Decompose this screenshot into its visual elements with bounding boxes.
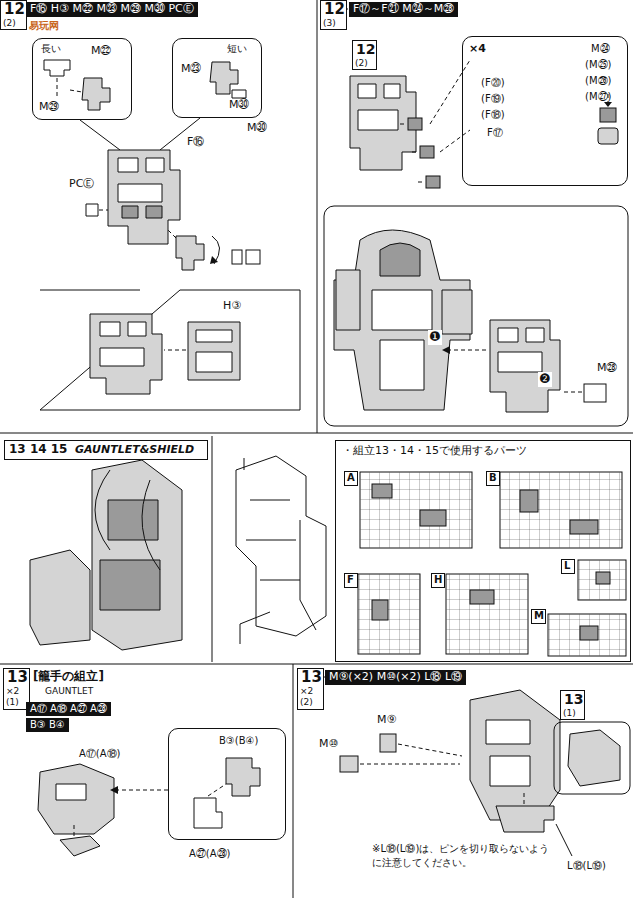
part-label: F⑯ <box>186 136 205 149</box>
node-text: (F⑳) <box>481 77 505 89</box>
node-text: 12 <box>356 41 375 57</box>
node-text: (2) <box>3 18 16 28</box>
parts-list-bar: B③ B④ <box>26 718 69 732</box>
node-text: 13 <box>301 669 322 686</box>
node-text: 13 <box>564 691 583 707</box>
part-label: M⑨ <box>376 714 397 727</box>
node-text: M㉓ <box>181 63 202 76</box>
part-label: A⑰(A⑱) <box>78 748 121 760</box>
note-text: ※L⑱(L⑲)は、ピンを切り取らないように注意してください。 <box>372 842 552 869</box>
parts-list-bar: M⑨(×2) M⑩(×2) L⑱ L⑲ <box>325 670 466 685</box>
parts-list-bar: F⑯ H③ M㉒ M㉓ M㉙ M㉚ PCⒺ <box>26 2 198 17</box>
node-text: H <box>434 574 442 586</box>
node-text: (M㉕) <box>585 59 611 71</box>
node-text: (M㉖) <box>585 75 611 87</box>
node-text: M㉙ <box>39 101 60 114</box>
runner-letter-box: L <box>561 559 575 574</box>
watermark: 易玩网 <box>28 20 60 32</box>
node-text: 13 14 15 <box>9 443 67 457</box>
node-text: ・組立13・14・15で使用するパーツ <box>342 445 527 458</box>
node-text: B <box>489 472 497 484</box>
runner-letter-box: M <box>531 609 546 624</box>
node-text: GAUNTLET&SHIELD <box>75 444 194 457</box>
part-label: A㉗(A㉘) <box>188 848 231 860</box>
node-text: F <box>347 574 354 586</box>
runner-letter-box: H <box>431 573 445 588</box>
node-text: ×2 <box>300 686 313 696</box>
part-label: H③ <box>222 300 242 313</box>
node-text: ×4 <box>469 43 486 56</box>
node-text: 12 <box>4 1 25 18</box>
node-text: (F⑱) <box>481 109 505 121</box>
node-text: L <box>564 560 570 572</box>
step-number-box: 13(1) <box>560 690 585 720</box>
parts-list-bar: A⑰ A⑱ A㉗ A㉘ <box>26 702 111 716</box>
node-text: (3) <box>323 18 336 28</box>
part-label: M㉚ <box>246 122 269 135</box>
title-box: 13 14 15 GAUNTLET&SHIELD <box>4 440 208 460</box>
part-label: GAUNTLET <box>44 686 94 696</box>
title-box: ・組立13・14・15で使用するパーツ A B F H L M <box>335 440 631 662</box>
node-text: (2) <box>300 697 313 707</box>
part-label: L⑱(L⑲) <box>566 860 607 872</box>
detail-callout: B③(B④) <box>168 728 286 840</box>
node-text: M㉒ <box>91 45 112 58</box>
node-text: (M㉗) <box>585 91 611 103</box>
detail-callout: 短い M㉓ M㉚ <box>172 38 262 118</box>
part-label: ❶ <box>428 330 442 345</box>
node-text: F⑰ <box>487 127 503 139</box>
node-text: M㉚ <box>229 99 250 112</box>
part-label: PCⒺ <box>68 178 95 191</box>
part-label: M⑩ <box>318 738 339 751</box>
step-number-box: 12(3) <box>320 0 347 30</box>
node-text: ×2 <box>6 686 19 696</box>
detail-callout: ×4 M㉔ (M㉕) (M㉖) (M㉗) (F⑳) (F⑲) (F⑱) F⑰ <box>462 36 628 186</box>
node-text: (F⑲) <box>481 93 505 105</box>
node-text: (1) <box>6 697 19 707</box>
node-text: (2) <box>355 58 368 68</box>
detail-callout: 長い M㉒ M㉙ <box>32 38 132 120</box>
node-text: M㉔ <box>591 43 610 55</box>
node-text: 13 <box>7 669 28 686</box>
step-number-box: 13×2(2) <box>297 668 324 710</box>
step-number-box: 12(2) <box>0 0 27 30</box>
parts-list-bar: F⑰～F㉑ M㉔～M㉘ <box>349 2 458 17</box>
step-number-box: 12(2) <box>352 40 377 70</box>
runner-letter-box: B <box>486 471 500 486</box>
part-label: M㉘ <box>596 362 619 375</box>
node-text: 長い <box>41 43 61 55</box>
node-text: 12 <box>324 1 345 18</box>
node-text: B③(B④) <box>219 735 258 747</box>
part-label: ❷ <box>538 372 552 387</box>
node-text: 短い <box>227 43 247 55</box>
runner-letter-box: F <box>344 573 358 588</box>
runner-letter-box: A <box>344 471 358 486</box>
node-text: (1) <box>563 708 576 718</box>
part-label: [籠手の組立] <box>32 670 105 684</box>
node-text: A <box>347 472 355 484</box>
node-text: M <box>534 610 544 622</box>
